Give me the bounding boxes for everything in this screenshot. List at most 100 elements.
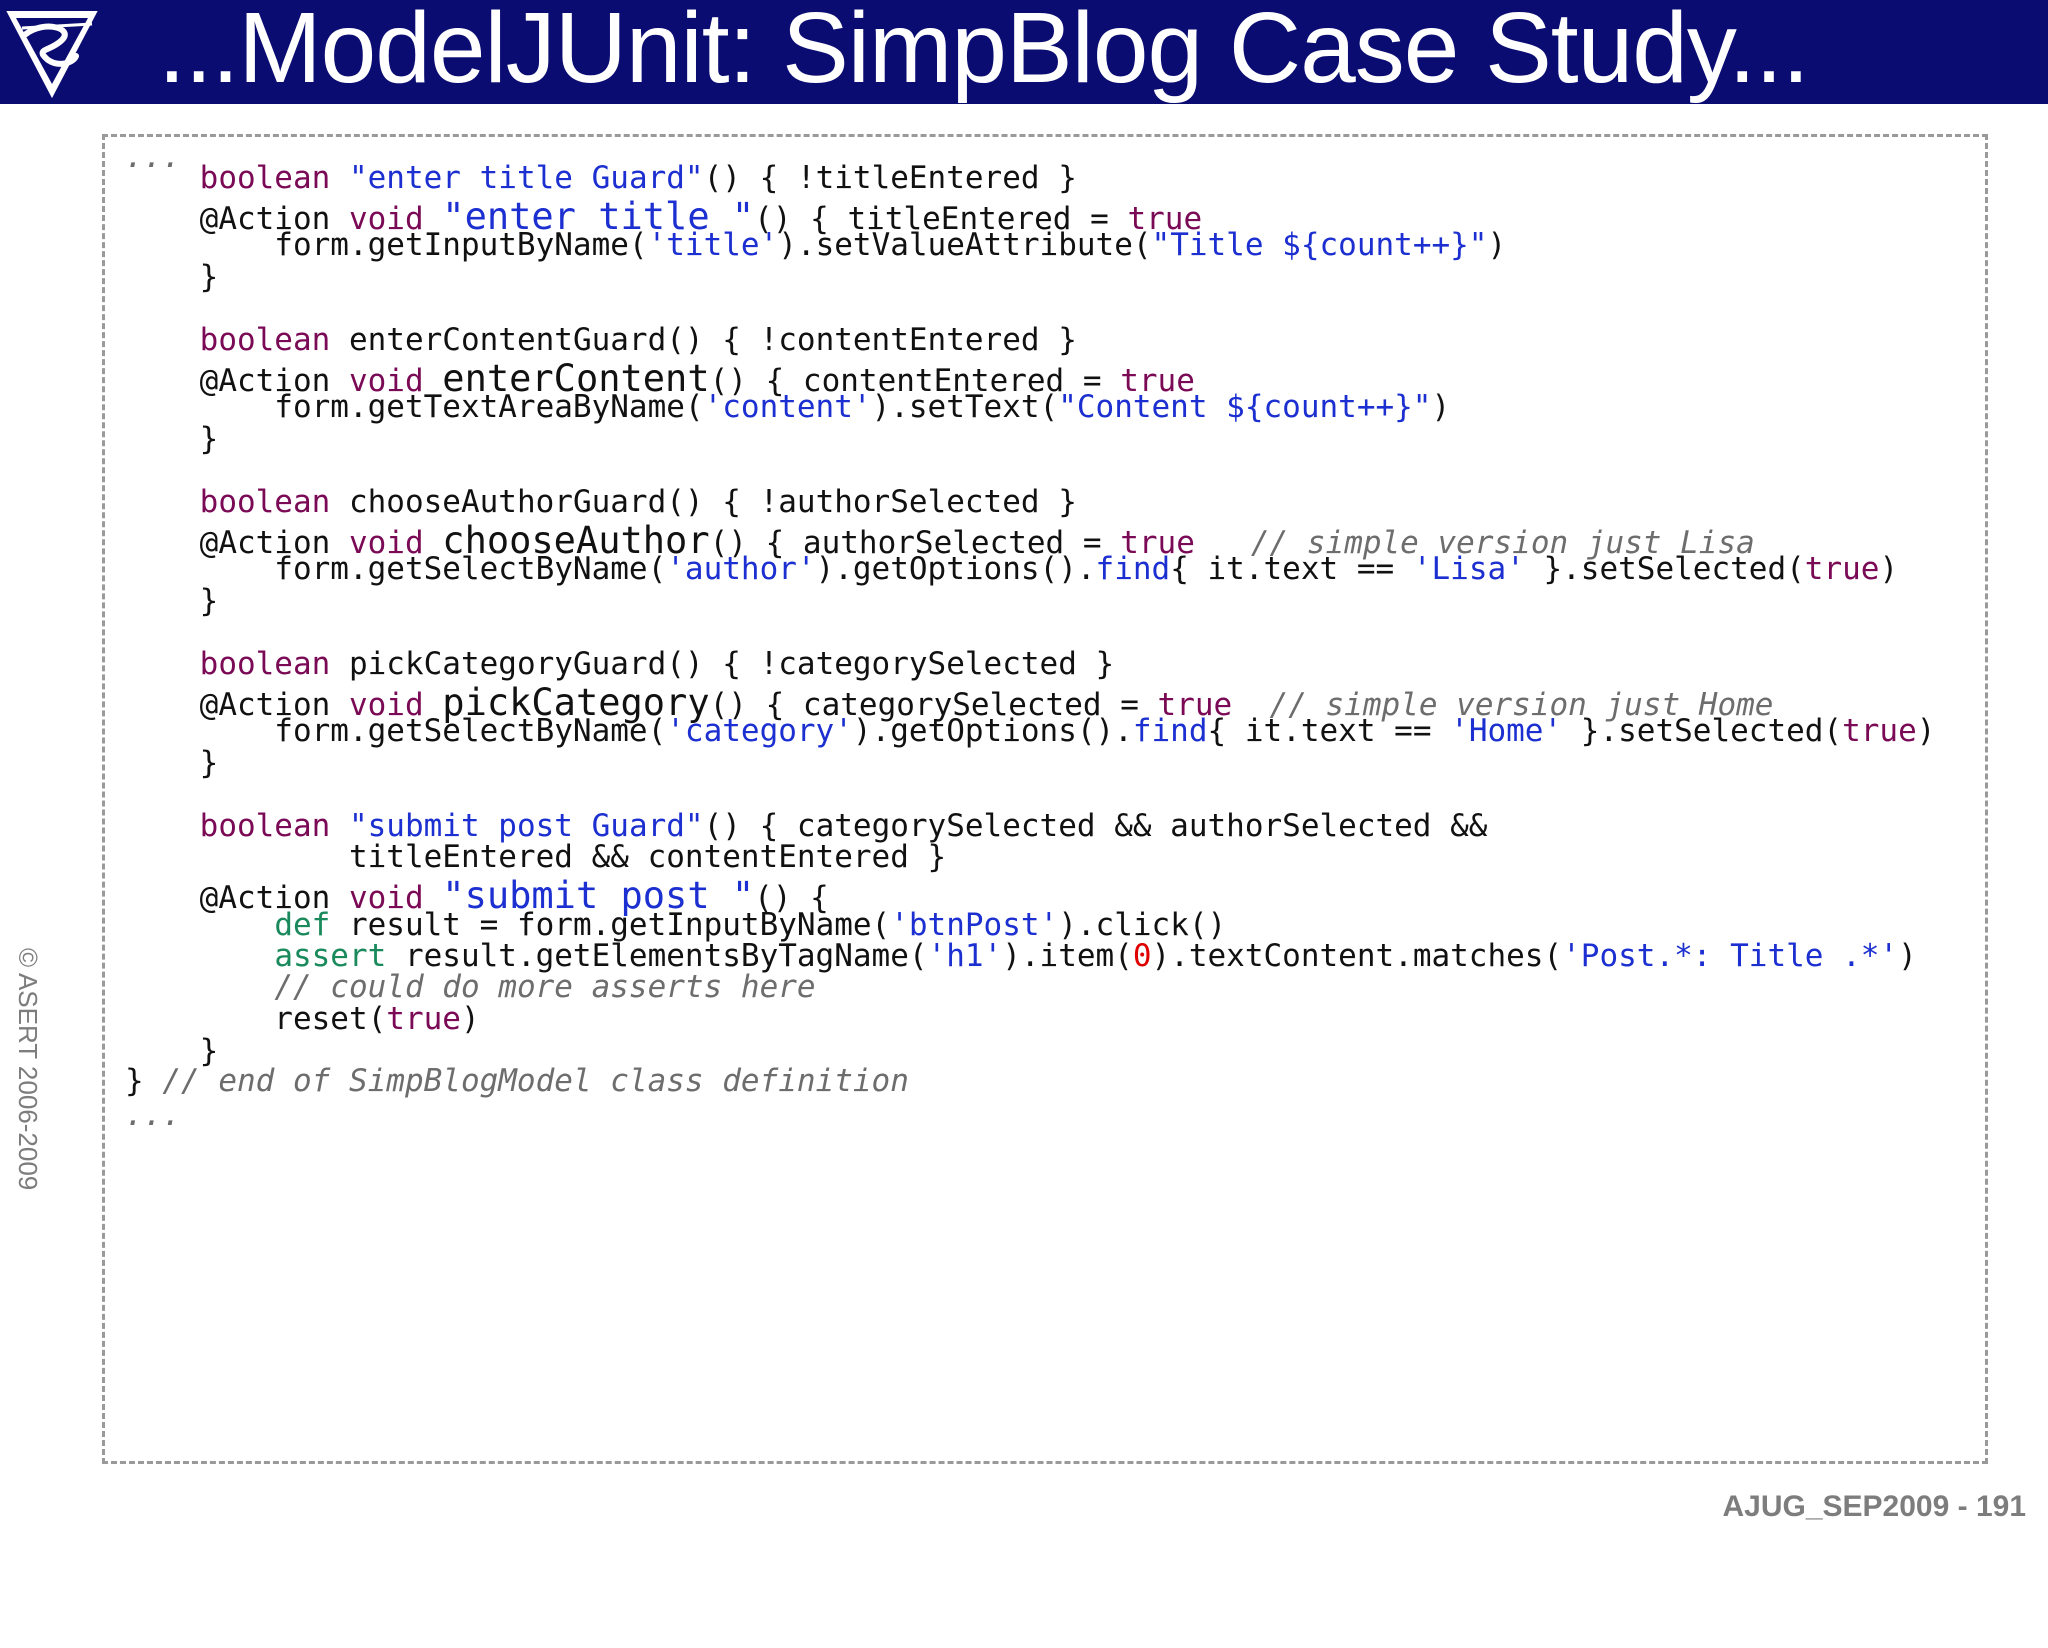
code-token: reset( — [125, 1001, 387, 1037]
code-token: def — [274, 907, 331, 943]
code-line: boolean "submit post Guard"() { category… — [125, 808, 1488, 844]
code-token: ).getOptions(). — [815, 551, 1096, 587]
code-token: 'Post.*: Title .*' — [1562, 938, 1899, 974]
code-token: titleEntered && contentEntered } — [125, 839, 947, 875]
code-token: ).setValueAttribute( — [778, 227, 1152, 263]
code-line: } — [125, 421, 219, 457]
code-line: @Action void pickCategory() { categorySe… — [125, 681, 1774, 724]
code-token: @Action — [125, 201, 349, 237]
code-line: boolean chooseAuthorGuard() { !authorSel… — [125, 484, 1077, 520]
code-token: } — [125, 583, 219, 619]
code-token: chooseAuthor — [442, 519, 710, 562]
code-token: boolean — [199, 484, 331, 520]
code-line: boolean "enter title Guard"() { !titleEn… — [125, 160, 1077, 196]
code-token — [125, 160, 200, 196]
code-line: form.getSelectByName('category').getOpti… — [125, 713, 1935, 749]
code-listing-box: ... boolean "enter title Guard"() { !tit… — [102, 134, 1988, 1464]
code-token: enterContentGuard() { !contentEntered } — [330, 322, 1077, 358]
code-line: form.getInputByName('title').setValueAtt… — [125, 227, 1506, 263]
code-token: @Action — [125, 880, 349, 916]
code-token: ) — [1898, 938, 1917, 974]
code-token: form.getInputByName( — [125, 227, 648, 263]
code-token: true — [1804, 551, 1880, 587]
code-line: } — [125, 583, 219, 619]
code-token: void — [348, 201, 424, 237]
code-token: pickCategoryGuard() { !categorySelected … — [330, 646, 1115, 682]
code-token: "Content ${count++}" — [1058, 389, 1432, 425]
code-token: form.getTextAreaByName( — [125, 389, 704, 425]
code-token: ).getOptions(). — [852, 713, 1133, 749]
code-token — [125, 484, 200, 520]
code-token: void — [348, 880, 424, 916]
code-token: () { titleEntered = — [754, 201, 1128, 237]
code-token: "enter title Guard" — [348, 160, 704, 196]
code-token: @Action — [125, 687, 349, 723]
slide-title: ...ModelJUnit: SimpBlog Case Study... — [158, 0, 1810, 104]
code-token: 'Lisa' — [1412, 551, 1525, 587]
code-token — [330, 160, 349, 196]
code-line: ... — [125, 139, 181, 175]
code-token: () { categorySelected && authorSelected … — [703, 808, 1488, 844]
code-line: assert result.getElementsByTagName('h1')… — [125, 938, 1917, 974]
code-token: "submit post Guard" — [348, 808, 704, 844]
code-token: { it.text == — [1207, 713, 1451, 749]
code-token: boolean — [199, 646, 331, 682]
code-token: result = form.getInputByName( — [330, 907, 891, 943]
code-token: "submit post " — [442, 874, 755, 917]
code-token: } — [125, 1063, 163, 1099]
code-token: void — [348, 687, 424, 723]
code-token: ) — [1431, 389, 1451, 425]
code-token — [125, 646, 200, 682]
slide-footer: AJUG_SEP2009 - 191 — [1722, 1490, 2026, 1523]
code-token: true — [1120, 525, 1195, 561]
code-token: () { categorySelected = — [709, 687, 1158, 723]
code-token: 0 — [1132, 938, 1152, 974]
code-token: "Title ${count++}" — [1151, 227, 1488, 263]
code-line: @Action void "enter title "() { titleEnt… — [125, 195, 1202, 238]
code-token: 'btnPost' — [890, 907, 1059, 943]
code-line: } — [125, 745, 219, 781]
code-token — [125, 322, 200, 358]
code-line: form.getTextAreaByName('content').setTex… — [125, 389, 1450, 425]
code-token: } — [125, 1033, 219, 1069]
code-token: { it.text == — [1170, 551, 1413, 587]
code-line: @Action void chooseAuthor() { authorSele… — [125, 519, 1755, 562]
code-line: } — [125, 259, 219, 295]
code-line: boolean enterContentGuard() { !contentEn… — [125, 322, 1077, 358]
code-line: boolean pickCategoryGuard() { !categoryS… — [125, 646, 1115, 682]
copyright-notice: © ASERT 2006-2009 — [13, 948, 43, 1191]
code-line: @Action void enterContent() { contentEnt… — [125, 357, 1195, 400]
code-line: form.getSelectByName('author').getOption… — [125, 551, 1898, 587]
code-token: }.setSelected( — [1524, 551, 1805, 587]
code-token: ... — [125, 1097, 181, 1133]
code-line: } // end of SimpBlogModel class definiti… — [125, 1063, 909, 1099]
slide-header: ...ModelJUnit: SimpBlog Case Study... — [0, 0, 2048, 104]
code-token: // simple version just Home — [1269, 687, 1774, 723]
code-line: @Action void "submit post "() { — [125, 874, 829, 917]
code-token: // simple version just Lisa — [1250, 525, 1755, 561]
code-token: form.getSelectByName( — [125, 551, 667, 587]
code-token: 'author' — [666, 551, 816, 587]
asert-logo-icon — [6, 11, 98, 99]
code-token: pickCategory — [442, 681, 710, 724]
code-token: ) — [1879, 551, 1899, 587]
code-token — [125, 969, 274, 1005]
code-token: () { !titleEntered } — [703, 160, 1077, 196]
code-token: // end of SimpBlogModel class definition — [162, 1063, 909, 1099]
code-token: ) — [1916, 713, 1936, 749]
code-token: ) — [460, 1001, 480, 1037]
code-token: result.getElementsByTagName( — [386, 938, 928, 974]
code-token: } — [125, 745, 219, 781]
code-token: boolean — [199, 322, 331, 358]
code-token: void — [348, 525, 424, 561]
code-token: 'title' — [647, 227, 779, 263]
code-token: form.getSelectByName( — [125, 713, 667, 749]
code-token: ).setText( — [871, 389, 1059, 425]
code-token: true — [1127, 201, 1203, 237]
code-token: 'Home' — [1450, 713, 1563, 749]
code-token: () { authorSelected = — [709, 525, 1121, 561]
code-token: chooseAuthorGuard() { !authorSelected } — [330, 484, 1077, 520]
code-token: true — [1157, 687, 1233, 723]
code-token: } — [125, 421, 219, 457]
code-token: 'content' — [703, 389, 872, 425]
